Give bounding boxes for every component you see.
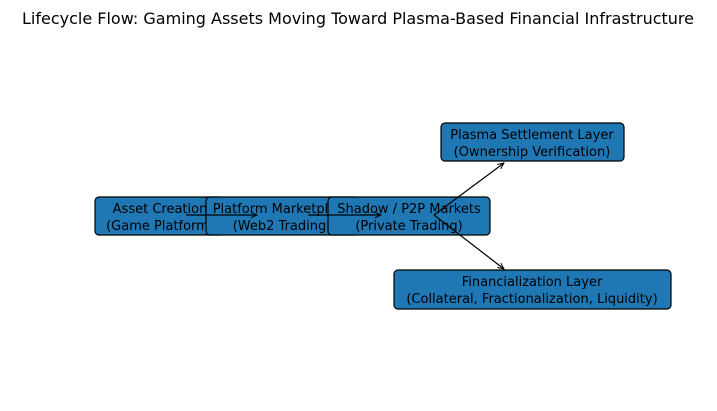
diagram-title: Lifecycle Flow: Gaming Assets Moving Tow…	[22, 9, 694, 28]
node-platform-marketplace: Platform Marketplace (Web2 Trading)	[205, 196, 359, 236]
node-financialization-title: Financialization Layer	[462, 275, 603, 290]
node-shadow-p2p: Shadow / P2P Markets (Private Trading)	[327, 196, 491, 236]
node-financialization-box	[393, 269, 672, 310]
node-platform-marketplace-title: Platform Marketplace	[213, 202, 352, 217]
node-shadow-p2p-title: Shadow / P2P Markets	[337, 202, 481, 217]
edge-shadow-p2p-to-financialization-arrow	[433, 214, 504, 269]
node-plasma-settlement-box	[440, 122, 625, 162]
node-shadow-p2p-subtitle: (Private Trading)	[355, 219, 462, 234]
node-plasma-settlement: Plasma Settlement Layer (Ownership Verif…	[440, 122, 625, 162]
edge-shadow-p2p-to-plasma-settlement-arrow	[433, 163, 504, 216]
node-platform-marketplace-subtitle: (Web2 Trading)	[233, 219, 332, 234]
node-plasma-settlement-title: Plasma Settlement Layer	[450, 128, 614, 143]
node-asset-creation-title: Asset Creation	[113, 202, 208, 217]
node-financialization: Financialization Layer (Collateral, Frac…	[393, 269, 672, 310]
node-shadow-p2p-box	[327, 196, 491, 236]
node-asset-creation-subtitle: (Game Platform)	[106, 219, 214, 234]
edges	[186, 163, 504, 269]
node-plasma-settlement-subtitle: (Ownership Verification)	[454, 145, 611, 160]
node-financialization-subtitle: (Collateral, Fractionalization, Liquidit…	[406, 292, 657, 307]
node-asset-creation: Asset Creation (Game Platform)	[94, 196, 224, 236]
